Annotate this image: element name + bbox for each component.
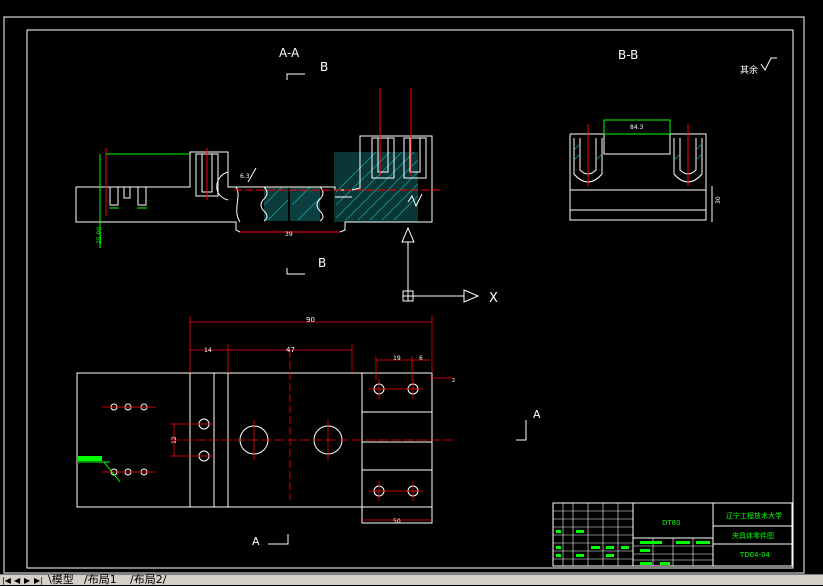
tab-layout2-label: 布局2 <box>133 573 163 586</box>
last-tab-arrow-icon[interactable]: ▶| <box>34 576 43 585</box>
aa-wavy-2 <box>316 186 324 222</box>
ucs-icon: X <box>401 226 498 306</box>
cut-mark-top <box>286 73 305 80</box>
plan-cut-letter-bottom-a: A <box>252 535 260 548</box>
plan-vertical-text: 12 <box>171 436 178 444</box>
section-aa-view: A-A B B <box>75 46 440 275</box>
bb-centerlines <box>587 124 689 186</box>
plan-cut-letter-right-a: A <box>533 408 541 421</box>
title-school: 辽宁工程技术大学 <box>726 511 782 520</box>
layout-tab-bar: |◀ ◀ ▶ ▶| \模型 /布局1 /布局2/ <box>0 574 823 585</box>
title-block: DT80 辽宁工程技术大学 夹具体零件图 TD04-04 <box>552 502 793 567</box>
tab-layout1[interactable]: /布局1 <box>84 573 117 586</box>
plan-cut-mark-right <box>516 420 527 441</box>
bb-dim-box <box>603 119 671 135</box>
tab-model-label: 模型 <box>51 573 74 586</box>
tab-layout2[interactable]: /布局2/ <box>130 573 167 586</box>
plan-14-text: 14 <box>204 347 212 354</box>
aa-wavy-1 <box>260 186 268 222</box>
section-aa-title: A-A <box>279 46 300 60</box>
ucs-x-label: X <box>489 291 498 306</box>
aa-width-text: 39 <box>285 231 293 238</box>
aa-left-height-text: 25.00 <box>96 227 103 244</box>
hatch-region-3 <box>334 152 418 222</box>
cut-mark-bottom <box>286 268 305 275</box>
bb-height-text: 30 <box>715 196 722 204</box>
plan-cut-mark-bottom <box>268 534 289 545</box>
plan-total-text: 90 <box>306 316 315 324</box>
plan-view: 90 14 47 19 6 2 12 50 A A <box>76 316 541 548</box>
title-part-code: DT80 <box>662 519 681 527</box>
cut-letter-bottom-b: B <box>318 256 326 270</box>
plan-19-text: 19 <box>393 355 401 362</box>
aa-centerlines <box>105 88 440 233</box>
title-block-frame <box>552 502 793 567</box>
plan-right-small-text: 2 <box>452 378 455 384</box>
section-bb-view: B-B 其余 84.3 30 <box>569 48 777 222</box>
cad-drawing-canvas[interactable]: A-A B B <box>0 0 823 574</box>
plan-6-text: 6 <box>419 355 423 362</box>
title-block-green-marks <box>556 530 710 565</box>
bb-outline <box>569 133 707 221</box>
section-bb-title: B-B <box>618 48 638 62</box>
aa-surface-mark <box>407 193 423 208</box>
outer-frame <box>3 16 805 574</box>
plan-right-block <box>361 372 433 524</box>
prev-tab-arrow-icon[interactable]: ◀ <box>14 576 21 585</box>
title-part-name: 夹具体零件图 <box>732 531 774 540</box>
plan-47-text: 47 <box>286 346 295 354</box>
aa-leader <box>247 167 257 183</box>
title-drawing-no: TD04-04 <box>739 551 771 559</box>
tab-model[interactable]: \模型 <box>48 573 74 586</box>
ucs-arrow-right <box>463 289 480 303</box>
plan-bottom-50-text: 50 <box>393 518 401 525</box>
inner-frame <box>26 29 794 569</box>
surface-roughness-mark <box>760 57 777 71</box>
tab-layout1-label: 布局1 <box>87 573 117 586</box>
aa-notch <box>235 186 241 223</box>
ucs-arrow-up <box>401 226 415 243</box>
aa-curve <box>216 171 229 201</box>
plan-annotation-green <box>78 456 102 461</box>
surface-note: 其余 <box>740 64 758 76</box>
bb-width-text: 84.3 <box>630 124 644 131</box>
plan-centerlines <box>102 316 456 521</box>
cut-letter-top-b: B <box>320 60 328 74</box>
plan-leader-green-2 <box>103 461 121 483</box>
first-tab-arrow-icon[interactable]: |◀ <box>2 576 11 585</box>
aa-part-outline <box>75 135 433 233</box>
aa-pockets <box>109 187 147 209</box>
aa-thread-text: 6.3 <box>240 173 250 180</box>
bb-hatch <box>573 143 703 161</box>
title-block-grid <box>553 503 713 566</box>
hatch-region-2 <box>290 187 320 221</box>
next-tab-arrow-icon[interactable]: ▶ <box>24 576 31 585</box>
